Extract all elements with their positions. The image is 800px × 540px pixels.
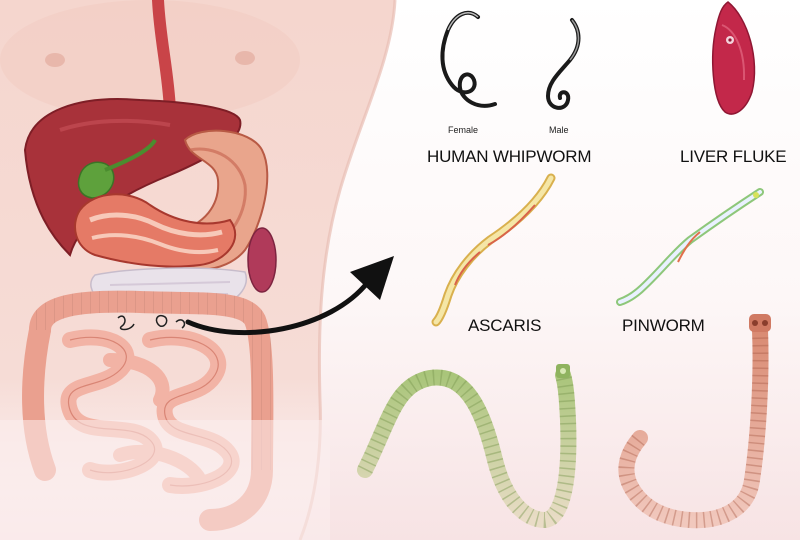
pink-segmented-worm — [618, 314, 771, 529]
gallbladder — [77, 161, 115, 199]
whipworm-label: HUMAN WHIPWORM — [427, 147, 592, 166]
male-label: Male — [549, 125, 569, 135]
liver-fluke — [712, 1, 756, 115]
green-segmented-worm — [357, 364, 577, 529]
whipworm-female — [440, 10, 497, 108]
pinworm-worm — [616, 188, 764, 306]
whipworm-male — [545, 18, 581, 110]
nipple — [45, 53, 65, 67]
intestine-worms — [117, 314, 186, 331]
liver-fluke-label: LIVER FLUKE — [680, 147, 787, 166]
nipple — [235, 51, 255, 65]
ascaris-label: ASCARIS — [468, 316, 542, 335]
duodenum — [74, 193, 237, 268]
pinworm-label: PINWORM — [622, 316, 705, 335]
esophagus — [152, 0, 176, 116]
ascaris-worm — [431, 173, 556, 327]
female-label: Female — [448, 125, 479, 135]
pointer-arrow — [185, 256, 394, 336]
spleen — [247, 227, 277, 293]
